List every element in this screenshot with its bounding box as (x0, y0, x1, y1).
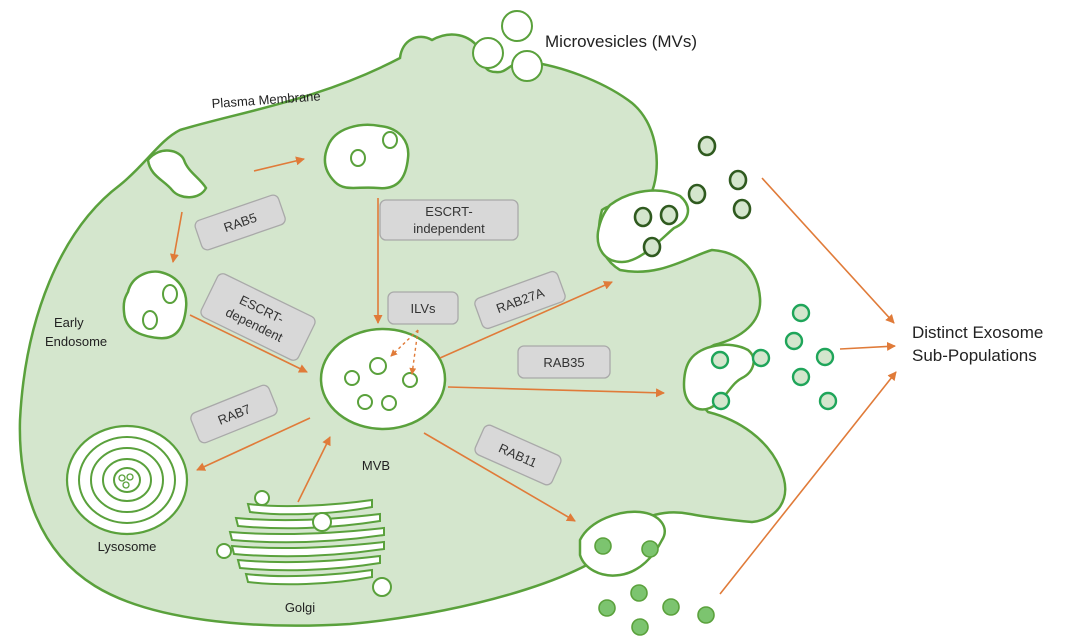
pill-ilvs: ILVs (387, 291, 459, 325)
pill-rab11: RAB11 (474, 424, 562, 486)
lysosome-label: Lysosome (98, 539, 157, 554)
golgi-label: Golgi (285, 600, 315, 615)
mvb-label: MVB (362, 458, 390, 473)
distinct-exosome-label-1: Distinct Exosome (912, 323, 1043, 342)
internalized-endosome (323, 123, 410, 190)
svg-text:ILVs: ILVs (410, 301, 436, 316)
pill-rab5: RAB5 (194, 194, 286, 251)
distinct-exosome-label-2: Sub-Populations (912, 346, 1037, 365)
microvesicles-label: Microvesicles (MVs) (545, 32, 697, 51)
exosomes-dark (633, 135, 752, 258)
exosomes-mid (710, 303, 838, 411)
early-endosome (122, 270, 188, 340)
mvb (319, 327, 447, 431)
pathway-arrows (169, 156, 897, 595)
golgi (216, 490, 392, 597)
microvesicles (472, 10, 543, 82)
pill-rab7: RAB7 (190, 384, 278, 444)
svg-text:RAB35: RAB35 (543, 355, 584, 370)
early-endosome-label-2: Endosome (45, 334, 107, 349)
svg-text:ESCRT-: ESCRT- (425, 204, 472, 219)
exosome-pocket-light (578, 510, 666, 577)
pill-rab35: RAB35 (517, 345, 611, 379)
pill-escrt-independent: ESCRT- independent (379, 199, 519, 241)
pill-rab27a: RAB27A (474, 270, 566, 330)
exosome-pocket-mid (682, 343, 755, 411)
endocytic-pit (146, 149, 208, 199)
exosomes-light (594, 537, 715, 636)
early-endosome-label-1: Early (54, 315, 84, 330)
svg-text:independent: independent (413, 221, 485, 236)
lysosome (65, 424, 189, 536)
